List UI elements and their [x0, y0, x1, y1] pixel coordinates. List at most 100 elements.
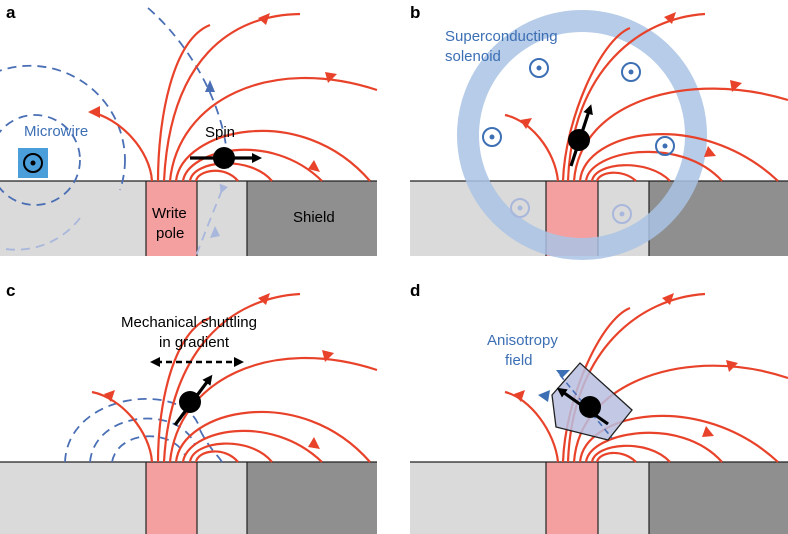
- field-line-d-7: [590, 444, 671, 463]
- triangle-marker-icon: [325, 72, 337, 83]
- out-of-plane-field-icon: [655, 136, 675, 156]
- write-pole-label-line1: Write: [152, 205, 187, 222]
- write-pole-label-line2: pole: [156, 225, 184, 242]
- shield-c: [247, 462, 377, 534]
- field-line-d-6: [584, 431, 723, 463]
- field-line-c-7: [188, 442, 273, 463]
- triangle-marker-icon: [730, 80, 742, 92]
- microwire-field-outer-upper: [147, 7, 233, 169]
- panel-d: d Anisotropy field: [410, 281, 788, 534]
- spin-label: Spin: [205, 124, 235, 141]
- field-line-c-2: [156, 316, 211, 463]
- field-line-b-4: [572, 87, 788, 182]
- field-line-d-2: [561, 306, 631, 463]
- panel-letter-d: d: [410, 281, 420, 300]
- spin-ball-d: [579, 396, 601, 418]
- panel-b: b Superconducting solenoid: [410, 3, 788, 260]
- out-of-plane-field-icon: [612, 204, 632, 224]
- field-line-b-6: [584, 150, 723, 182]
- field-line-b-7: [590, 164, 671, 182]
- field-line-c-5: [174, 410, 371, 463]
- out-of-plane-current-icon: [23, 153, 43, 173]
- field-line-c-4: [168, 356, 378, 463]
- panel-letter-a: a: [6, 3, 16, 22]
- triangle-marker-icon: [662, 293, 674, 305]
- triangle-marker-icon: [726, 360, 738, 372]
- shield-d: [649, 462, 788, 534]
- triangle-marker-icon: [88, 106, 100, 118]
- shield-a: [247, 181, 377, 256]
- spin-arrow-icon: [556, 387, 609, 426]
- spin-arrow-icon: [569, 104, 593, 167]
- dashed-line-c-4: [199, 429, 223, 463]
- field-line-d-1: [504, 390, 560, 463]
- field-line-b-2: [561, 26, 631, 182]
- shuttling-label-line1: Mechanical shuttling: [121, 314, 257, 331]
- field-line-a-4: [168, 76, 378, 182]
- field-line-a-2: [156, 23, 211, 182]
- gap-c: [197, 462, 247, 534]
- triangle-marker-icon: [538, 390, 550, 402]
- solenoid-label-line1: Superconducting: [445, 28, 558, 45]
- out-of-plane-field-icon: [621, 62, 641, 82]
- field-line-a-3: [162, 12, 301, 182]
- dashed-line-c-1: [64, 398, 201, 463]
- write-pole-a: [146, 181, 197, 256]
- substrate-left-d: [410, 462, 546, 534]
- microwire-field-ring-2-lower: [0, 217, 81, 251]
- panel-a: a Microwire: [0, 3, 378, 257]
- out-of-plane-field-icon: [529, 58, 549, 78]
- triangle-marker-icon: [556, 370, 570, 378]
- triangle-marker-icon: [210, 226, 220, 238]
- out-of-plane-field-icon: [482, 127, 502, 147]
- microwire-field-outer-lower: [195, 183, 229, 257]
- triangle-marker-icon: [520, 118, 532, 129]
- triangle-marker-icon: [704, 146, 716, 157]
- gap-d: [598, 462, 649, 534]
- triangle-marker-icon: [258, 293, 270, 305]
- field-line-b-5: [578, 133, 779, 182]
- field-line-b-8: [595, 171, 637, 182]
- panel-letter-c: c: [6, 281, 15, 300]
- triangle-marker-icon: [308, 160, 320, 172]
- microwire-field-ring-2-join: [119, 159, 126, 191]
- triangle-marker-icon: [514, 390, 525, 402]
- panel-c: c Mechanical shuttling in gradient: [0, 281, 378, 534]
- substrate-left-a: [0, 181, 146, 256]
- superconducting-solenoid-ring: [457, 10, 707, 260]
- triangle-marker-icon: [258, 13, 270, 25]
- field-line-c-3: [162, 292, 301, 463]
- spin-arrow-icon: [173, 374, 213, 426]
- triangle-marker-icon: [702, 426, 714, 437]
- write-pole-c: [146, 462, 197, 534]
- field-line-c-8: [194, 450, 239, 463]
- anisotropy-label-line2: field: [505, 352, 533, 369]
- field-line-a-6: [181, 148, 323, 182]
- out-of-plane-field-icon: [510, 198, 530, 218]
- substrate-left-c: [0, 462, 146, 534]
- triangle-marker-icon: [205, 80, 215, 92]
- triangle-marker-icon: [104, 390, 115, 402]
- shield-label: Shield: [293, 209, 335, 226]
- field-line-d-8: [595, 451, 637, 463]
- field-line-a-8: [194, 169, 239, 182]
- triangle-marker-icon: [322, 350, 334, 362]
- dashed-line-c-2: [89, 417, 196, 463]
- anisotropy-label-line1: Anisotropy: [487, 332, 558, 349]
- panel-letter-b: b: [410, 3, 420, 22]
- microwire-label: Microwire: [24, 123, 88, 140]
- shuttling-label-line2: in gradient: [159, 334, 230, 351]
- field-line-d-5: [578, 414, 779, 463]
- write-pole-d: [546, 462, 598, 534]
- field-line-a-5: [174, 129, 371, 182]
- field-line-b-1: [504, 113, 560, 182]
- microwire-field-ring-1: [0, 114, 81, 206]
- solenoid-label-line2: solenoid: [445, 48, 501, 65]
- triangle-marker-icon: [308, 437, 320, 449]
- triangle-marker-icon: [664, 12, 676, 24]
- field-line-c-6: [181, 429, 323, 463]
- field-line-c-1: [91, 390, 154, 463]
- microwire-field-ring-2-upper: [0, 64, 126, 161]
- field-line-a-1: [89, 110, 154, 182]
